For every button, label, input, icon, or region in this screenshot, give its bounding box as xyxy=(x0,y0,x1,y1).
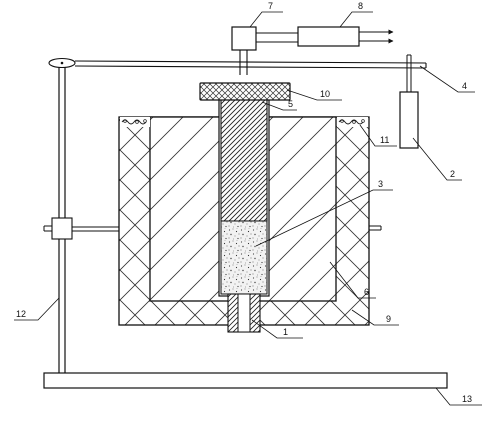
leader-7 xyxy=(249,11,283,28)
label-5: 5 xyxy=(288,99,293,109)
insulation-top-left xyxy=(120,117,150,127)
leader-1 xyxy=(251,319,303,339)
label-8: 8 xyxy=(358,1,363,11)
leader-11 xyxy=(359,124,397,147)
label-13: 13 xyxy=(462,394,472,404)
label-3: 3 xyxy=(378,179,383,189)
pressing-plate xyxy=(199,82,291,101)
leader-8 xyxy=(339,11,373,28)
signal-processor xyxy=(297,26,360,47)
leader-10 xyxy=(286,89,342,101)
sensor-block xyxy=(231,26,257,51)
post-clamp xyxy=(43,217,119,240)
pivot-pin xyxy=(60,61,64,65)
label-9: 9 xyxy=(386,314,391,324)
leader-4 xyxy=(419,65,475,93)
label-11: 11 xyxy=(380,135,389,145)
label-6: 6 xyxy=(364,287,369,297)
leader-13 xyxy=(435,387,482,406)
counterweight-hanger xyxy=(406,54,412,92)
label-12: 12 xyxy=(16,309,26,319)
powder-sample xyxy=(220,220,268,295)
right-support-rod xyxy=(369,225,382,231)
label-7: 7 xyxy=(268,1,273,11)
leader-3 xyxy=(255,189,393,247)
leader-9 xyxy=(351,309,399,326)
leader-2 xyxy=(412,137,462,181)
leader-lines xyxy=(14,11,482,406)
label-10: 10 xyxy=(320,89,330,99)
piston xyxy=(220,89,268,222)
leader-5 xyxy=(261,101,297,111)
lever-arm xyxy=(74,60,427,69)
leader-6 xyxy=(329,261,376,299)
counterweight xyxy=(399,91,419,149)
label-2: 2 xyxy=(450,169,455,179)
leader-12 xyxy=(14,297,60,321)
label-4: 4 xyxy=(462,81,467,91)
load-rod xyxy=(239,50,248,75)
sensor-connector xyxy=(256,32,298,43)
insulation-top-right xyxy=(337,117,368,127)
label-1: 1 xyxy=(283,327,288,337)
base-plate xyxy=(43,372,448,389)
nozzle-orifice xyxy=(237,293,251,333)
